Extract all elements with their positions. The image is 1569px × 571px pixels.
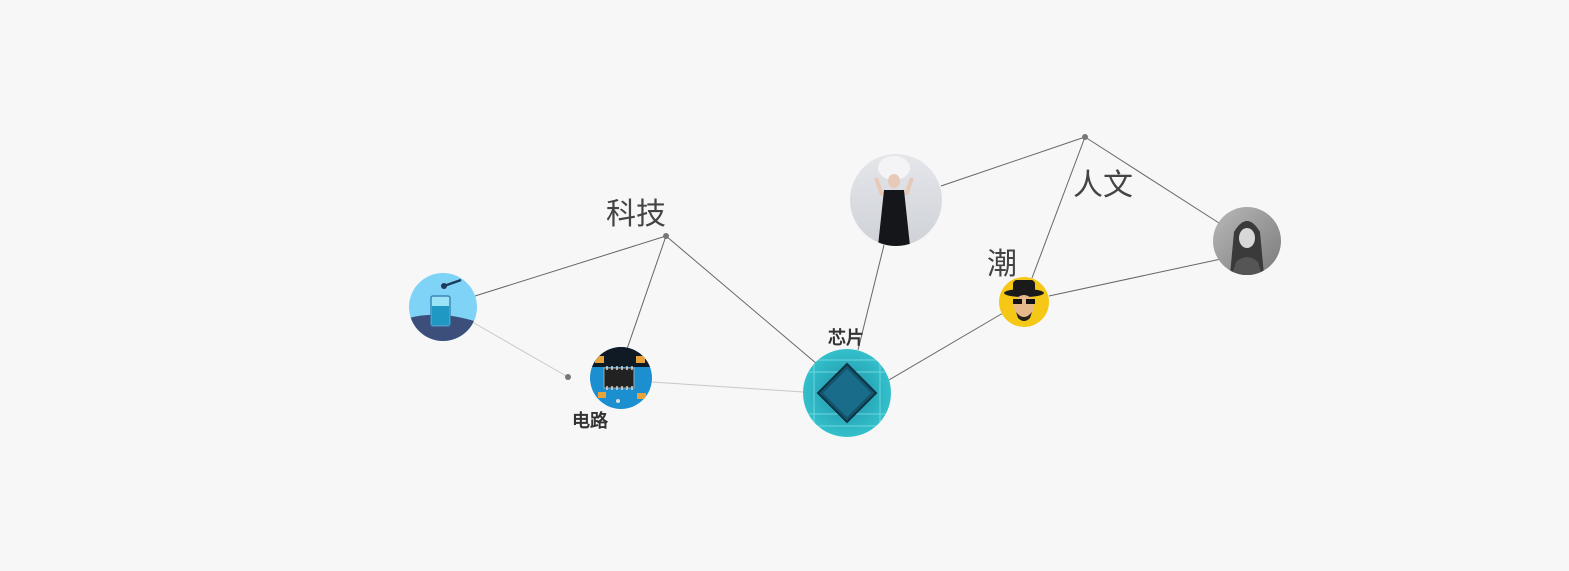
circuit-board-icon[interactable] xyxy=(590,347,652,409)
edge-tech-chip xyxy=(665,235,818,365)
lab-beaker-icon[interactable] xyxy=(409,273,477,341)
label-circuit: 电路 xyxy=(572,410,609,432)
edge-lab-small xyxy=(473,322,569,378)
edge-chip-heis xyxy=(888,312,1004,381)
chip-icon[interactable] xyxy=(803,349,891,437)
edge-chip-woman xyxy=(857,244,885,351)
edge-lab-tech xyxy=(474,235,667,297)
heisenberg-avatar-icon[interactable] xyxy=(999,277,1049,327)
woman-bw-portrait-icon[interactable] xyxy=(1213,207,1281,275)
label-chip: 芯片 xyxy=(828,327,864,349)
edge-hum-heis xyxy=(1031,136,1086,279)
woman-portrait-icon[interactable] xyxy=(850,154,942,246)
edge-hum-gray xyxy=(1084,136,1220,224)
label-trend: 潮 xyxy=(987,247,1017,282)
label-humanities: 人文 xyxy=(1073,168,1133,203)
edge-woman-hum xyxy=(940,136,1086,187)
edge-tech-circuit xyxy=(626,235,667,350)
edges xyxy=(473,136,1222,393)
label-tech: 科技 xyxy=(606,197,666,232)
hub-tech[interactable] xyxy=(663,233,669,239)
edge-circuit-chip xyxy=(651,381,804,393)
hub-small[interactable] xyxy=(565,374,571,380)
edge-heis-gray xyxy=(1048,258,1222,297)
hub-humanities[interactable] xyxy=(1082,134,1088,140)
